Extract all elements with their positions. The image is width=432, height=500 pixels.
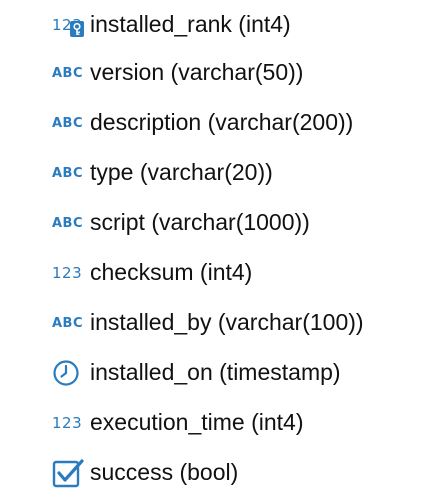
- column-label: execution_time (int4): [90, 409, 304, 436]
- column-label: installed_rank (int4): [90, 11, 291, 38]
- column-label: installed_on (timestamp): [90, 359, 341, 386]
- column-row-description[interactable]: ABC description (varchar(200)): [0, 98, 432, 148]
- text-type-icon: ABC: [52, 165, 84, 181]
- column-label: version (varchar(50)): [90, 59, 304, 86]
- key-icon: [70, 21, 84, 37]
- column-row-installed-on[interactable]: installed_on (timestamp): [0, 348, 432, 398]
- column-label: script (varchar(1000)): [90, 209, 310, 236]
- column-row-execution-time[interactable]: 123 execution_time (int4): [0, 398, 432, 448]
- text-type-icon: ABC: [52, 65, 84, 81]
- numeric-type-icon: 123: [52, 263, 83, 282]
- column-label: success (bool): [90, 459, 239, 486]
- clock-icon: [52, 359, 86, 387]
- column-row-script[interactable]: ABC script (varchar(1000)): [0, 198, 432, 248]
- column-row-type[interactable]: ABC type (varchar(20)): [0, 148, 432, 198]
- numeric-type-icon: 123: [52, 413, 83, 432]
- text-type-icon: ABC: [52, 115, 84, 131]
- column-label: checksum (int4): [90, 259, 253, 286]
- checkmark-icon: [52, 459, 84, 488]
- numeric-key-icon: 123: [52, 11, 86, 39]
- column-row-installed-by[interactable]: ABC installed_by (varchar(100)): [0, 298, 432, 348]
- column-row-success[interactable]: success (bool): [0, 448, 432, 498]
- text-type-icon: ABC: [52, 215, 84, 231]
- checkbox-icon: [52, 459, 86, 488]
- column-row-installed-rank[interactable]: 123 installed_rank (int4): [0, 0, 432, 50]
- text-type-icon: ABC: [52, 315, 84, 331]
- column-label: type (varchar(20)): [90, 159, 273, 186]
- clock-face-icon: [53, 360, 79, 386]
- column-label: installed_by (varchar(100)): [90, 309, 364, 336]
- column-row-checksum[interactable]: 123 checksum (int4): [0, 248, 432, 298]
- column-label: description (varchar(200)): [90, 109, 354, 136]
- column-row-version[interactable]: ABC version (varchar(50)): [0, 48, 432, 98]
